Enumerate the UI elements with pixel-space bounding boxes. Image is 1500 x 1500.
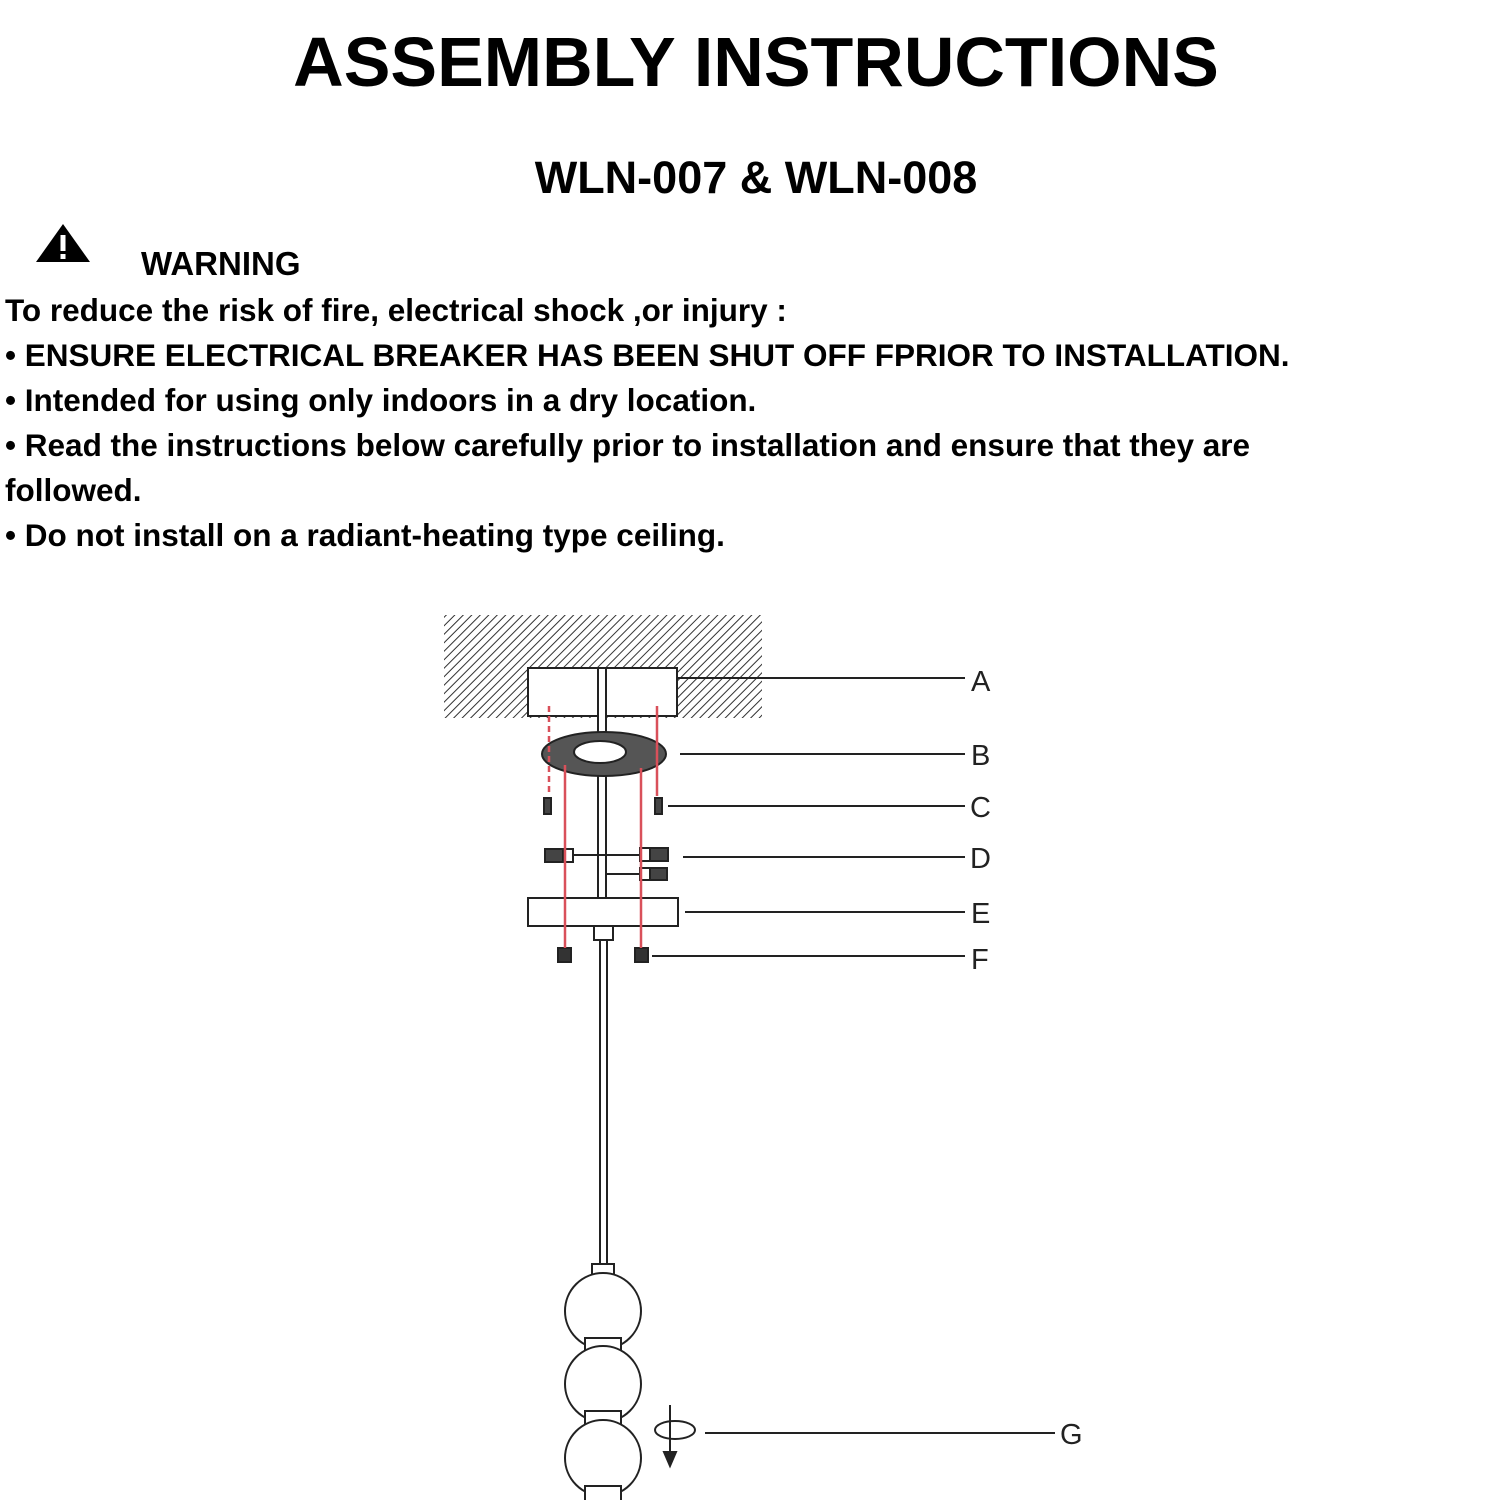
mounting-plate — [541, 731, 667, 777]
label-e: E — [971, 898, 990, 930]
label-g: G — [1060, 1419, 1083, 1451]
wire-nut — [544, 847, 669, 881]
label-f: F — [971, 944, 989, 976]
center-rod — [597, 667, 607, 899]
label-c: C — [970, 792, 991, 824]
leader-lines — [652, 677, 1055, 1434]
rotate-arrow-icon — [654, 1405, 696, 1469]
warning-bullet: • ENSURE ELECTRICAL BREAKER HAS BEEN SHU… — [5, 337, 1290, 373]
label-b: B — [971, 740, 990, 772]
screw — [543, 797, 663, 815]
label-d: D — [970, 843, 991, 875]
warning-bullet: • Do not install on a radiant-heating ty… — [5, 517, 725, 553]
label-a: A — [971, 666, 991, 698]
model-number: WLN-007 & WLN-008 — [534, 152, 978, 203]
warning-heading: WARNING — [141, 245, 301, 282]
warning-triangle-icon — [36, 224, 90, 262]
warning-intro: To reduce the risk of fire, electrical s… — [5, 292, 787, 328]
warning-bullet: • Read the instructions below carefully … — [5, 427, 1251, 463]
warning-bullet: • Intended for using only indoors in a d… — [5, 382, 757, 418]
canopy-fitting — [593, 925, 614, 941]
canopy — [527, 897, 679, 927]
page-title: ASSEMBLY INSTRUCTIONS — [293, 23, 1219, 101]
glass-globe-stack — [564, 1263, 642, 1500]
cap-nut — [557, 947, 649, 963]
warning-bullet-continued: followed. — [5, 472, 142, 508]
hanging-rod — [599, 939, 608, 1267]
